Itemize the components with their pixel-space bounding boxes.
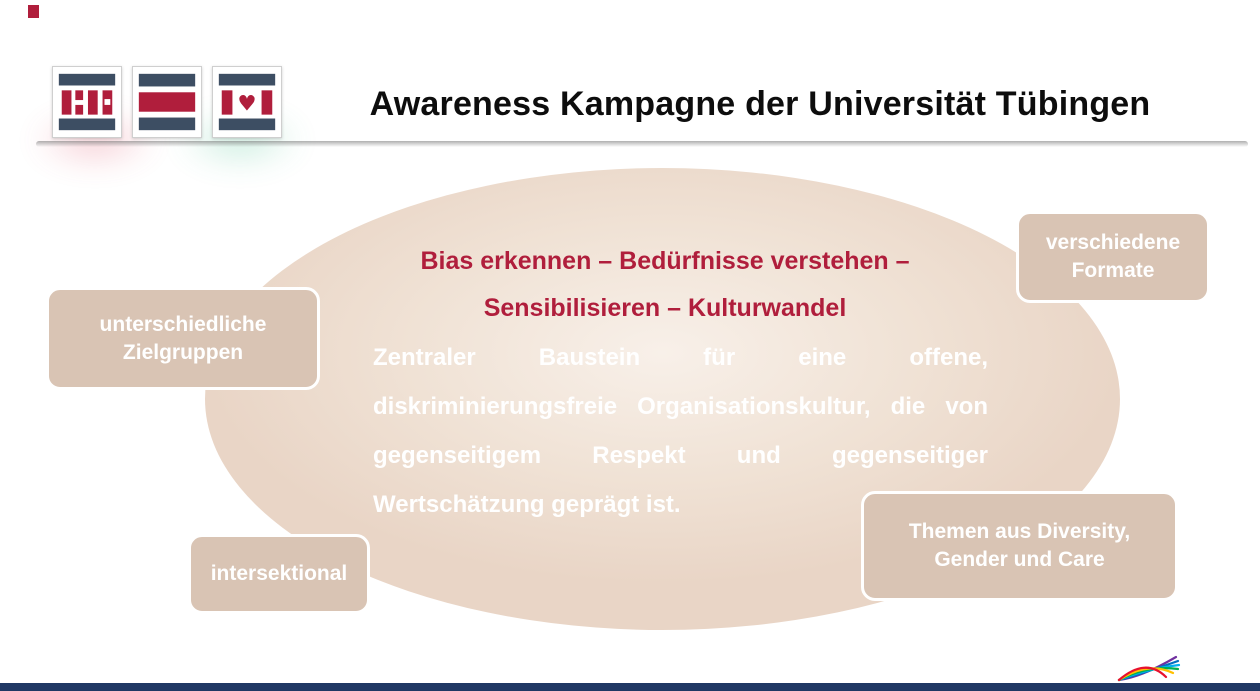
- footer-bar: [0, 683, 1260, 691]
- campaign-motto: Bias erkennen – Bedürfnisse verstehen – …: [270, 238, 1060, 332]
- campaign-description: Zentraler Baustein für eine offene, disk…: [373, 344, 988, 518]
- badge-themes-label: Themen aus Diversity, Gender und Care: [908, 520, 1131, 571]
- svg-text:♥: ♥: [237, 92, 256, 117]
- motto-line-1: Bias erkennen – Bedürfnisse verstehen –: [420, 247, 910, 275]
- university-logo-letters-icon: [52, 66, 122, 138]
- university-logo-heart-icon: ♥: [212, 66, 282, 138]
- page-title: Awareness Kampagne der Universität Tübin…: [369, 85, 1151, 123]
- rainbow-swoosh-icon: [1114, 650, 1182, 684]
- university-logo: ♥: [52, 66, 282, 138]
- corner-mark: [28, 5, 39, 18]
- badge-formats-label: verschiedene Formate: [1045, 231, 1181, 282]
- badge-target-groups: unterschiedliche Zielgruppen: [46, 287, 320, 390]
- badge-formats: verschiedene Formate: [1016, 211, 1210, 303]
- motto-line-2: Sensibilisieren – Kulturwandel: [483, 294, 847, 322]
- university-logo-stripes-icon: [132, 66, 202, 138]
- badge-target-groups-label: unterschiedliche Zielgruppen: [99, 312, 267, 364]
- badge-intersectional-label: intersektional: [210, 562, 348, 585]
- badge-intersectional: intersektional: [188, 534, 370, 614]
- badge-themes: Themen aus Diversity, Gender und Care: [861, 491, 1178, 601]
- header-divider: [36, 141, 1248, 147]
